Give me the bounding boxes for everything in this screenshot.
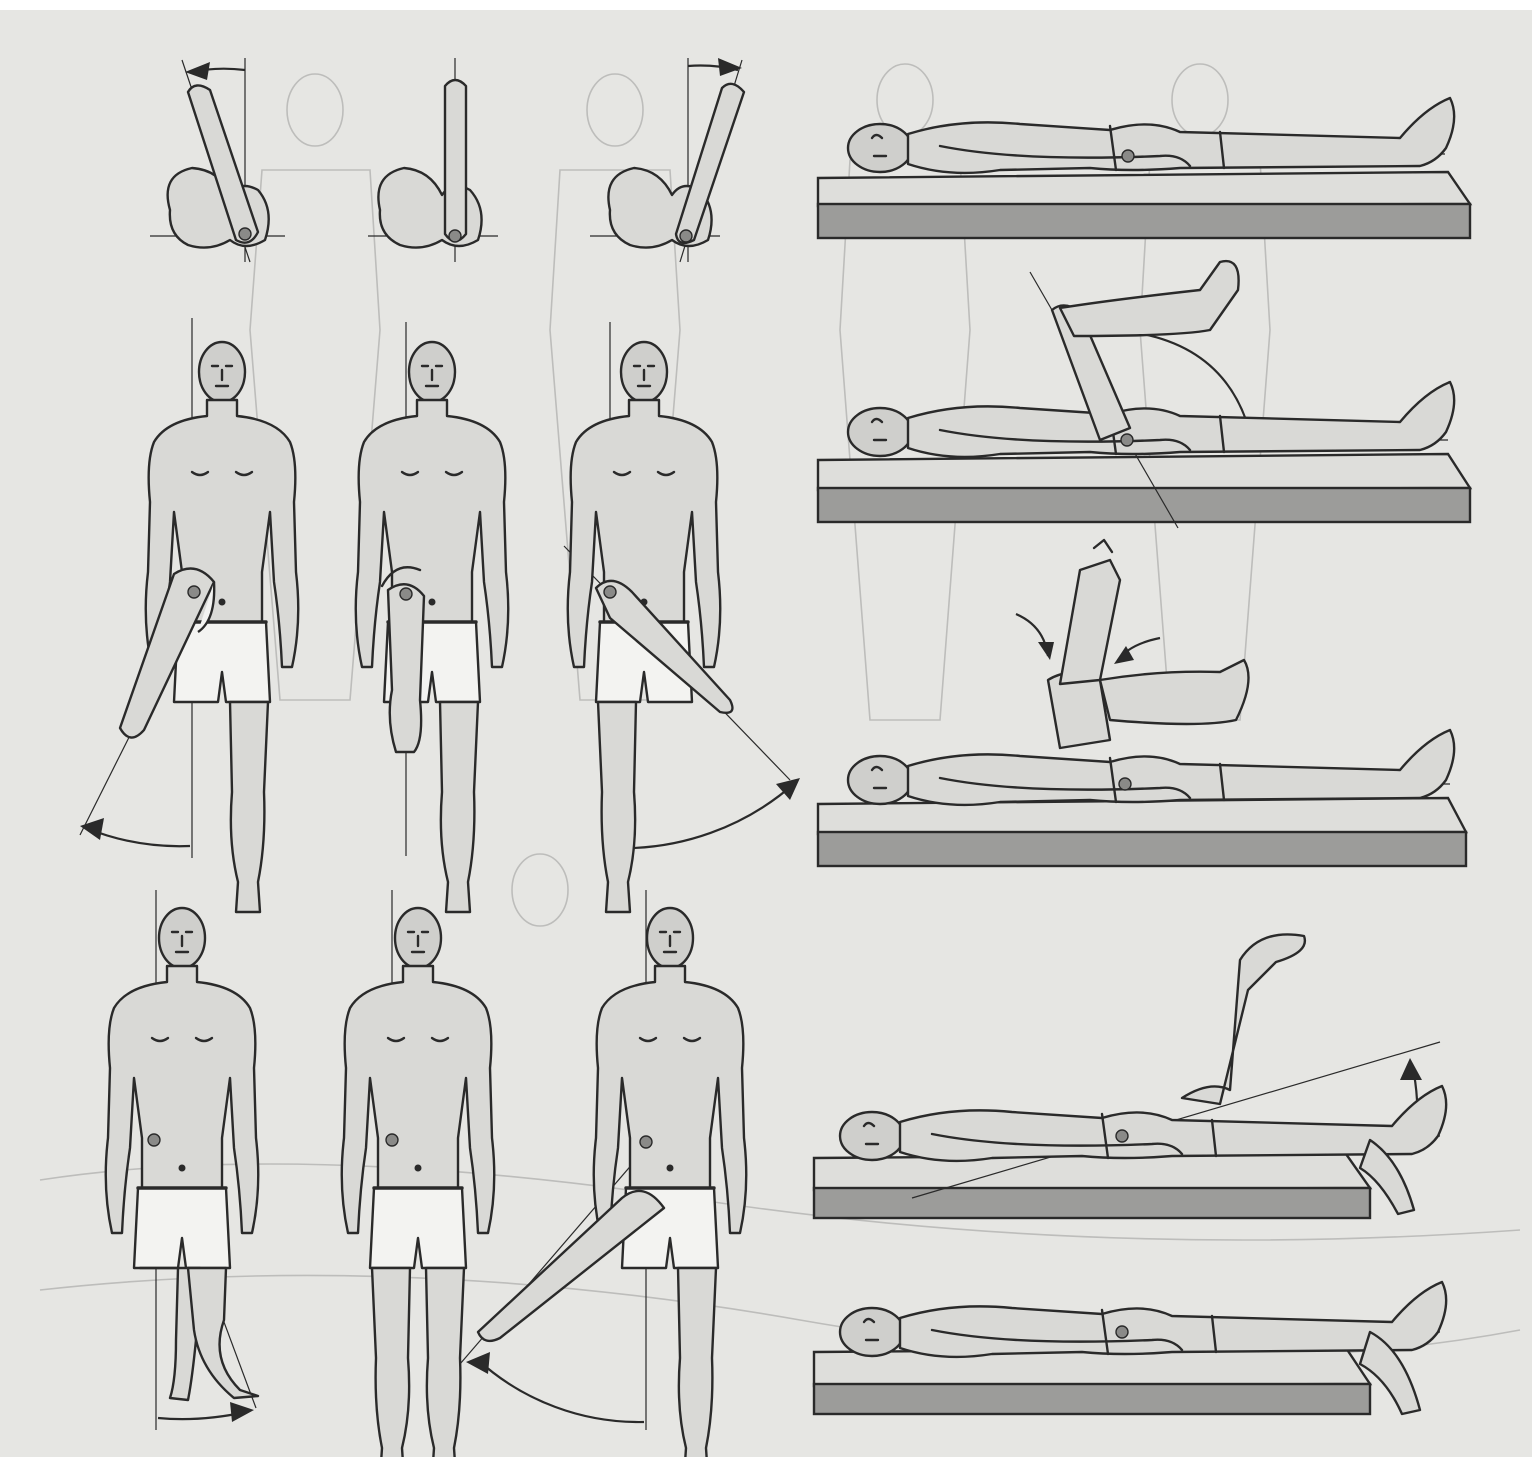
paper-border-top bbox=[0, 0, 1532, 10]
